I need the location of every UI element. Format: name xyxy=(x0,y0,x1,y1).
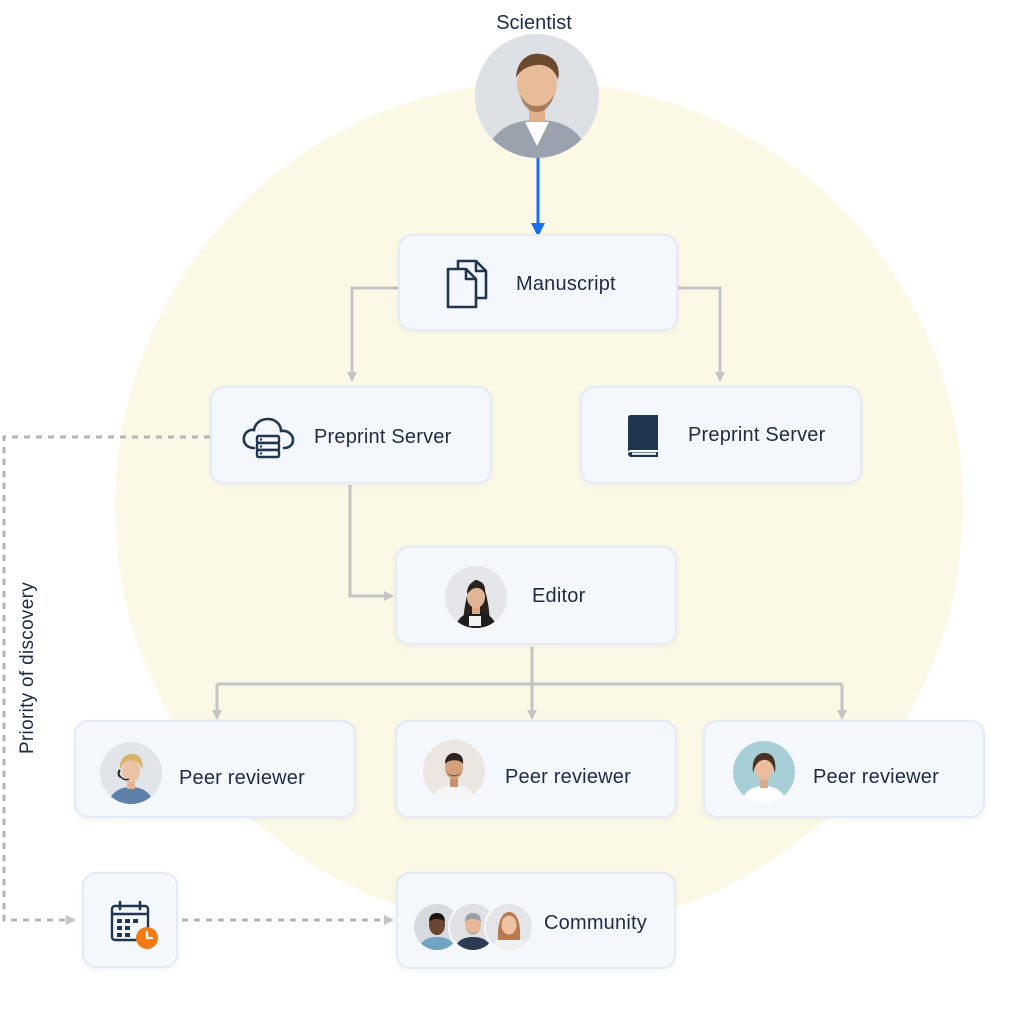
documents-icon xyxy=(444,258,492,315)
manuscript-node[interactable]: Manuscript xyxy=(398,234,678,331)
editor-node[interactable]: Editor xyxy=(395,546,677,645)
reviewer-2-avatar xyxy=(423,740,485,802)
community-label: Community xyxy=(544,912,647,934)
scientist-label: Scientist xyxy=(496,12,572,34)
dashed-priority-path xyxy=(2,435,210,925)
community-node[interactable]: Community xyxy=(396,872,676,969)
peer-reviewer-node-3[interactable]: Peer reviewer xyxy=(703,720,985,818)
reviewer-1-avatar xyxy=(100,742,162,804)
peer-reviewer-3-label: Peer reviewer xyxy=(813,766,939,788)
scientist-avatar xyxy=(475,34,599,158)
peer-reviewer-node-2[interactable]: Peer reviewer xyxy=(395,720,677,818)
calendar-node[interactable] xyxy=(82,872,178,968)
calendar-clock-icon xyxy=(109,900,159,955)
book-icon xyxy=(622,414,662,465)
preprint-server-left-node[interactable]: Preprint Server xyxy=(210,386,492,484)
arrow-preprint-to-editor xyxy=(348,485,394,601)
editor-label: Editor xyxy=(532,585,586,607)
reviewer-3-avatar xyxy=(733,741,795,803)
priority-of-discovery-label: Priority of discovery xyxy=(17,581,38,755)
arrow-manuscript-to-preprint-left xyxy=(347,286,398,382)
preprint-server-left-label: Preprint Server xyxy=(314,426,452,448)
peer-reviewer-1-label: Peer reviewer xyxy=(179,767,305,789)
cloud-server-icon xyxy=(240,416,296,465)
preprint-server-right-label: Preprint Server xyxy=(688,424,826,446)
peer-reviewer-2-label: Peer reviewer xyxy=(505,766,631,788)
arrow-manuscript-to-preprint-right xyxy=(678,286,725,382)
editor-avatar xyxy=(445,566,507,628)
preprint-server-right-node[interactable]: Preprint Server xyxy=(580,386,862,484)
peer-reviewer-node-1[interactable]: Peer reviewer xyxy=(74,720,356,818)
community-avatar-3 xyxy=(484,902,534,952)
manuscript-label: Manuscript xyxy=(516,273,616,295)
